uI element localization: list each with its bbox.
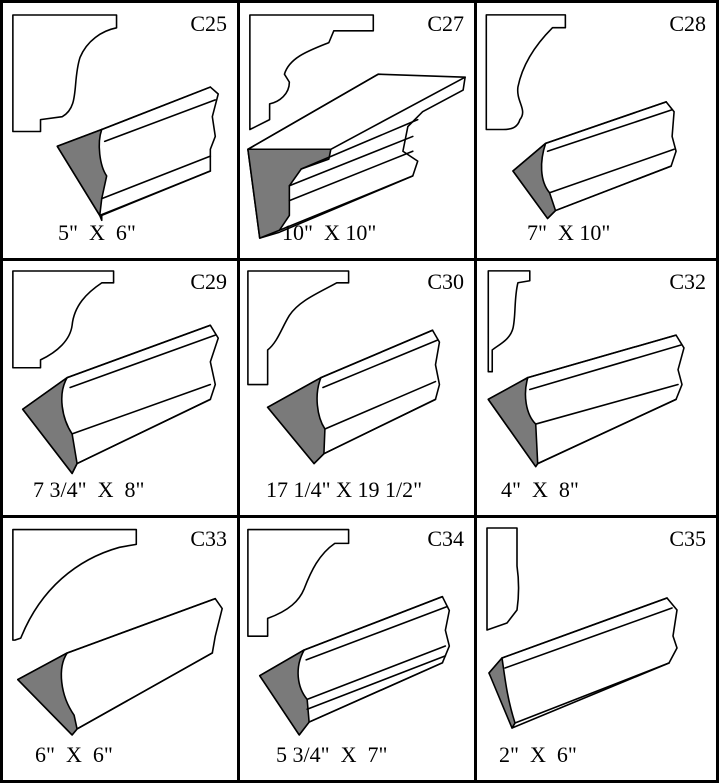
- molding-c34-line-2: [305, 605, 449, 661]
- molding-c33-line-2: [76, 652, 214, 730]
- molding-c28-code: C28: [669, 11, 706, 36]
- molding-c33-code: C33: [190, 526, 227, 551]
- molding-c27-profile-outline: [249, 14, 375, 131]
- molding-c30-line-2: [322, 339, 439, 389]
- molding-c35-drawing: [486, 527, 678, 729]
- molding-c32-dimensions: 4" X 8": [501, 477, 579, 502]
- molding-c30-line-1: [320, 329, 434, 379]
- molding-c35-line-3: [514, 662, 670, 724]
- molding-c29-profile-face: [21, 376, 78, 475]
- molding-c28-line-4: [554, 165, 672, 212]
- molding-c33-line-1: [66, 597, 217, 654]
- molding-c29-line-3: [71, 383, 212, 435]
- molding-c33-profile-face: [17, 652, 78, 736]
- molding-c34-line-3: [306, 645, 447, 701]
- molding-grid: C25 5" X 6" C27 10" X 10": [3, 3, 716, 780]
- molding-card-c30[interactable]: C30 17 1/4" X 19 1/2": [240, 261, 477, 518]
- molding-c30-profile-face: [266, 376, 326, 465]
- molding-c33-drawing: [12, 528, 223, 736]
- molding-card-c27[interactable]: C27 10" X 10": [240, 3, 477, 261]
- molding-c28-line-3: [548, 148, 675, 194]
- molding-c28-line-1: [544, 101, 667, 145]
- molding-c25-code: C25: [190, 11, 227, 36]
- molding-c28-profile-face: [512, 142, 557, 220]
- molding-c34-profile-face: [258, 649, 310, 736]
- molding-c27-line-1: [247, 73, 380, 151]
- molding-c32-drawing: [487, 270, 685, 468]
- molding-c25-profile-outline: [12, 14, 118, 133]
- molding-c34-drawing: [247, 528, 451, 736]
- molding-c27-code: C27: [427, 11, 464, 36]
- molding-c27-line-6: [278, 175, 414, 232]
- molding-c34-code: C34: [427, 526, 464, 551]
- molding-c32-line-3: [534, 383, 679, 425]
- molding-c25-dimensions: 5" X 6": [58, 220, 136, 245]
- molding-c32-line-2: [528, 344, 682, 391]
- molding-card-c25[interactable]: C25 5" X 6": [3, 3, 240, 261]
- molding-c28-line-2: [546, 108, 673, 153]
- molding-c30-profile-outline: [247, 270, 350, 386]
- molding-c25-line-4: [98, 170, 212, 217]
- molding-c29-code: C29: [190, 269, 227, 294]
- molding-c29-line-4: [76, 398, 212, 465]
- molding-card-c33[interactable]: C33 6" X 6": [3, 518, 240, 780]
- molding-c34-line-5: [308, 662, 444, 723]
- molding-card-c35[interactable]: C35 2" X 6": [477, 518, 716, 780]
- molding-c30-line-4: [323, 398, 437, 455]
- molding-c25-line-3: [100, 155, 212, 200]
- molding-c27-line-4: [288, 135, 414, 187]
- molding-card-c28[interactable]: C28 7" X 10": [477, 3, 716, 261]
- molding-c32-code: C32: [669, 269, 706, 294]
- molding-c32-profile-face: [487, 376, 539, 468]
- molding-c25-line-2: [103, 99, 217, 143]
- molding-c27-line-5: [288, 150, 414, 202]
- molding-c35-code: C35: [669, 526, 706, 551]
- molding-c30-code: C30: [427, 269, 464, 294]
- molding-c32-line-4: [536, 398, 677, 465]
- molding-c35-dimensions: 2" X 6": [499, 742, 577, 767]
- molding-c27-drawing: [247, 14, 466, 239]
- molding-c34-dimensions: 5 3/4" X 7": [276, 742, 388, 767]
- molding-c27-dimensions: 10" X 10": [282, 220, 377, 245]
- molding-c25-drawing: [12, 14, 220, 222]
- molding-card-c34[interactable]: C34 5 3/4" X 7": [240, 518, 477, 780]
- molding-c28-drawing: [485, 14, 677, 220]
- molding-c35-line-1: [501, 597, 668, 659]
- molding-c29-dimensions: 7 3/4" X 8": [33, 477, 145, 502]
- molding-card-c29[interactable]: C29 7 3/4" X 8": [3, 261, 240, 518]
- molding-c29-drawing: [12, 270, 220, 475]
- molding-c35-profile-outline: [486, 527, 520, 631]
- molding-c34-profile-outline: [247, 528, 350, 637]
- molding-c35-line-2: [504, 607, 673, 669]
- molding-c30-drawing: [247, 270, 441, 465]
- molding-c28-dimensions: 7" X 10": [527, 220, 611, 245]
- molding-c33-dimensions: 6" X 6": [35, 742, 113, 767]
- molding-c34-line-1: [303, 595, 444, 651]
- molding-c25-line-1: [100, 86, 212, 131]
- molding-c29-line-1: [66, 324, 212, 379]
- molding-c33-profile-outline: [12, 528, 138, 641]
- molding-c29-line-2: [69, 334, 217, 389]
- molding-c27-line-2: [330, 76, 466, 151]
- molding-c32-profile-outline: [487, 270, 531, 373]
- molding-card-c32[interactable]: C32 4" X 8": [477, 261, 716, 518]
- molding-c25-profile-face: [56, 128, 108, 217]
- molding-c30-dimensions: 17 1/4" X 19 1/2": [266, 477, 423, 502]
- molding-c27-line-3: [300, 118, 419, 170]
- molding-c29-profile-outline: [12, 270, 115, 369]
- molding-c30-line-3: [324, 380, 437, 430]
- molding-c32-line-1: [527, 334, 677, 379]
- molding-c34-line-4: [306, 655, 447, 711]
- molding-c28-profile-outline: [485, 14, 567, 131]
